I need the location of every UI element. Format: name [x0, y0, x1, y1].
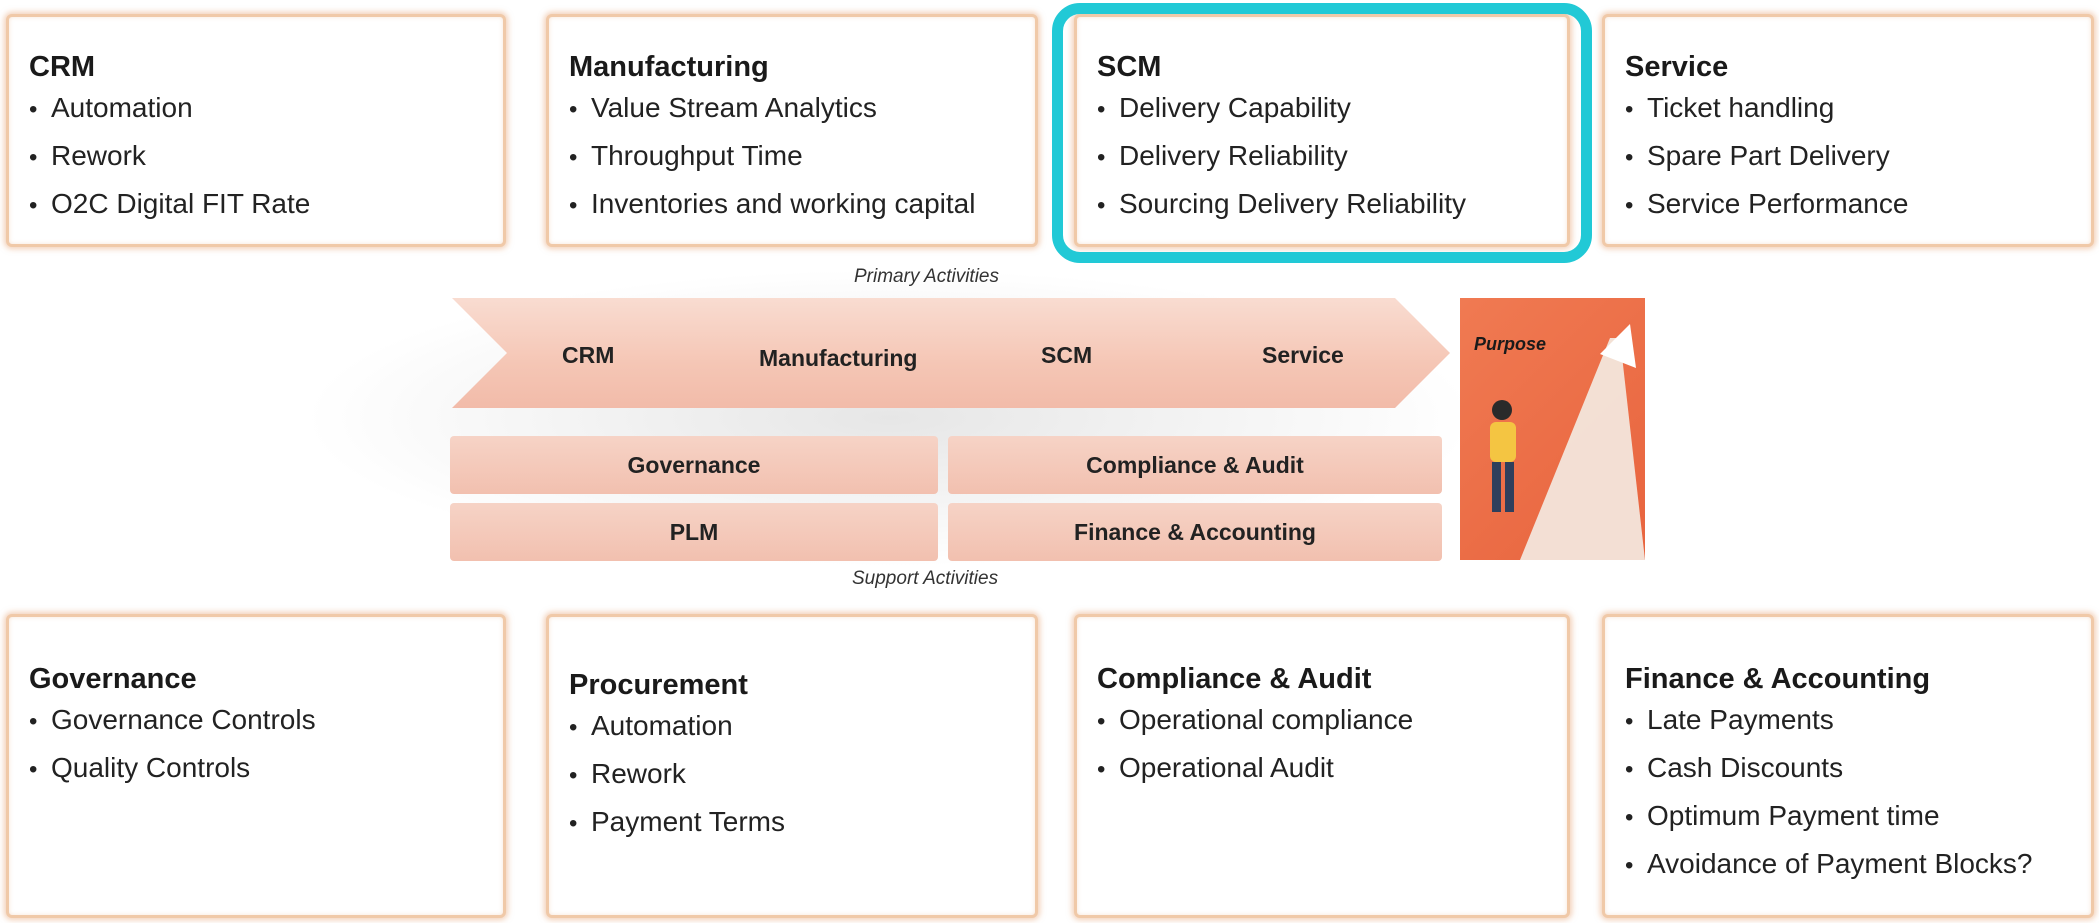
card-finance-accounting: Finance & Accounting Late Payments Cash … [1602, 614, 2094, 918]
list-item: O2C Digital FIT Rate [29, 181, 503, 229]
purpose-illustration: Purpose [1460, 298, 1645, 560]
chevron-label-service: Service [1262, 342, 1344, 368]
card-crm: CRM Automation Rework O2C Digital FIT Ra… [6, 14, 506, 247]
chevron-label-manufacturing: Manufacturing [759, 345, 918, 371]
card-governance: Governance Governance Controls Quality C… [6, 614, 506, 918]
list-item: Sourcing Delivery Reliability [1097, 181, 1567, 229]
card-manufacturing: Manufacturing Value Stream Analytics Thr… [546, 14, 1038, 247]
list-item: Ticket handling [1625, 85, 2091, 133]
list-item: Spare Part Delivery [1625, 133, 2091, 181]
purpose-arrow-icon [1490, 324, 1645, 560]
chevron-label-crm: CRM [562, 342, 615, 368]
support-activities-caption: Support Activities [852, 568, 999, 589]
list-item: Operational Audit [1097, 745, 1567, 793]
support-bar-compliance-audit: Compliance & Audit [948, 436, 1442, 494]
list-item: Rework [569, 751, 1035, 799]
support-bar-governance: Governance [450, 436, 938, 494]
card-service: Service Ticket handling Spare Part Deliv… [1602, 14, 2094, 247]
list-item: Late Payments [1625, 697, 2091, 745]
chevron-service [1110, 298, 1450, 408]
card-title: Service [1625, 51, 1729, 83]
card-title: Governance [29, 663, 197, 695]
list-item: Inventories and working capital [569, 181, 1035, 229]
card-title: Finance & Accounting [1625, 663, 1931, 695]
support-bar-finance-accounting: Finance & Accounting [948, 503, 1442, 561]
card-title: Procurement [569, 669, 748, 701]
card-title: SCM [1097, 51, 1162, 83]
chevron-label-scm: SCM [1041, 342, 1093, 368]
primary-activities-caption: Primary Activities [854, 266, 999, 287]
list-item: Value Stream Analytics [569, 85, 1035, 133]
list-item: Avoidance of Payment Blocks? [1625, 841, 2091, 889]
scm-highlight-frame [1052, 3, 1592, 263]
card-title: CRM [29, 51, 96, 83]
list-item: Automation [569, 703, 1035, 751]
list-item: Operational compliance [1097, 697, 1567, 745]
list-item: Service Performance [1625, 181, 2091, 229]
list-item: Quality Controls [29, 745, 503, 793]
purpose-label: Purpose [1474, 334, 1547, 354]
card-procurement: Procurement Automation Rework Payment Te… [546, 614, 1038, 918]
list-item: Delivery Reliability [1097, 133, 1567, 181]
list-item: Delivery Capability [1097, 85, 1567, 133]
list-item: Automation [29, 85, 503, 133]
card-compliance-audit: Compliance & Audit Operational complianc… [1074, 614, 1570, 918]
card-title: Compliance & Audit [1097, 663, 1372, 695]
list-item: Governance Controls [29, 697, 503, 745]
card-scm: SCM Delivery Capability Delivery Reliabi… [1074, 14, 1570, 247]
list-item: Optimum Payment time [1625, 793, 2091, 841]
list-item: Throughput Time [569, 133, 1035, 181]
list-item: Payment Terms [569, 799, 1035, 847]
list-item: Cash Discounts [1625, 745, 2091, 793]
list-item: Rework [29, 133, 503, 181]
support-bar-plm: PLM [450, 503, 938, 561]
card-title: Manufacturing [569, 51, 769, 83]
